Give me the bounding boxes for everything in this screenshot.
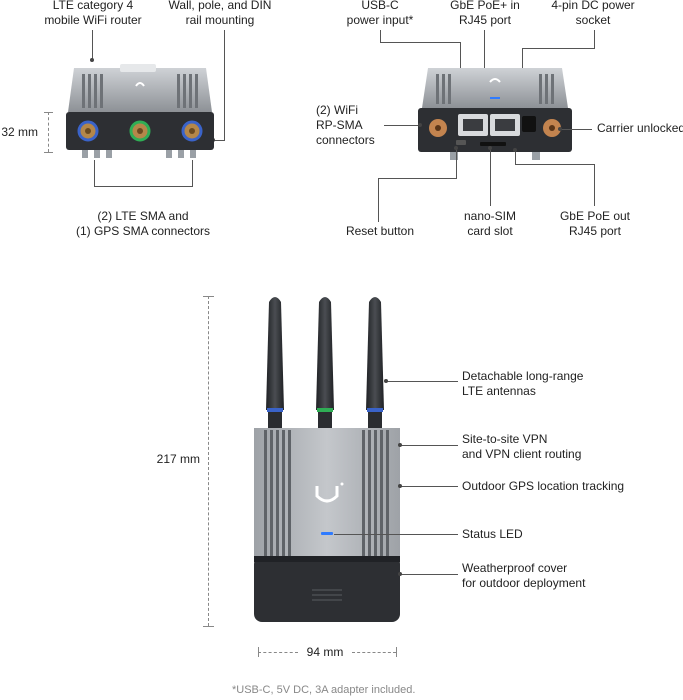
- label-weatherproof-cover: Weatherproof cover for outdoor deploymen…: [462, 561, 586, 590]
- leader-reset-v2: [456, 148, 457, 179]
- dim-width-94-line-left: [258, 652, 298, 653]
- leader-reset-v: [378, 178, 379, 222]
- label-antennas: Detachable long-range LTE antennas: [462, 369, 584, 398]
- label-usbc: USB-C power input*: [346, 0, 414, 27]
- label-wifi-connectors: (2) WiFi RP-SMA connectors: [316, 103, 375, 147]
- leader-usbc-h: [380, 42, 460, 43]
- leader-sim: [490, 148, 491, 206]
- leader-status-led: [334, 534, 458, 535]
- dim-94-tick-left: [258, 647, 259, 657]
- label-dc-socket: 4-pin DC power socket: [551, 0, 635, 27]
- dim-tick-top: [44, 112, 53, 113]
- label-width-94: 94 mm: [306, 645, 344, 659]
- leader-dot-antennas: [384, 379, 388, 383]
- label-vpn: Site-to-site VPN and VPN client routing: [462, 432, 582, 461]
- bracket-sma-right: [192, 160, 193, 186]
- dim-width-94-line-right: [352, 652, 396, 653]
- label-mounting: Wall, pole, and DIN rail mounting: [168, 0, 272, 27]
- leader-wifi-h: [384, 125, 420, 126]
- leader-dot-reset: [454, 146, 458, 150]
- label-height-32: 32 mm: [1, 125, 38, 139]
- leader-antennas: [386, 381, 458, 382]
- label-carrier-unlocked: Carrier unlocked: [597, 121, 683, 135]
- leader-poe-out-h: [515, 164, 595, 165]
- label-height-217: 217 mm: [156, 452, 200, 466]
- dim-height-217-line: [208, 296, 209, 626]
- leader-reset-h: [378, 178, 456, 179]
- leader-dot-sim: [488, 146, 492, 150]
- leader-dot-router: [90, 58, 94, 62]
- dim-217-tick-bottom: [203, 626, 214, 627]
- leader-mounting-v: [224, 30, 225, 140]
- leader-dc-h: [522, 48, 595, 49]
- leader-usbc-v: [380, 30, 381, 42]
- label-poe-out: GbE PoE out RJ45 port: [559, 209, 631, 238]
- bracket-sma-h: [94, 186, 193, 187]
- label-lte-router: LTE category 4 mobile WiFi router: [44, 0, 142, 27]
- leader-dot-poe-out: [513, 148, 517, 152]
- leader-dc-v: [594, 30, 595, 48]
- label-poe-in: GbE PoE+ in RJ45 port: [450, 0, 520, 27]
- leader-vpn: [400, 445, 458, 446]
- label-nano-sim: nano-SIM card slot: [463, 209, 517, 238]
- dim-height-32-line: [48, 112, 49, 152]
- footnote: *USB-C, 5V DC, 3A adapter included.: [232, 684, 416, 696]
- leader-gps: [400, 486, 458, 487]
- leader-dot-gps: [398, 484, 402, 488]
- leader-carrier-h: [560, 129, 592, 130]
- label-gps-tracking: Outdoor GPS location tracking: [462, 479, 625, 493]
- leader-poe-out-v: [515, 150, 516, 164]
- router-back-image: [418, 68, 572, 160]
- dim-tick-bottom: [44, 152, 53, 153]
- label-sma-connectors: (2) LTE SMA and (1) GPS SMA connectors: [75, 209, 211, 238]
- leader-cover: [400, 574, 458, 575]
- label-reset-button: Reset button: [345, 224, 415, 238]
- router-front-image: [66, 64, 214, 158]
- dim-94-tick-right: [396, 647, 397, 657]
- leader-dot-wifi: [418, 123, 422, 127]
- bracket-sma-left: [94, 160, 95, 186]
- leader-dot-carrier: [558, 127, 562, 131]
- leader-mounting-h: [213, 140, 225, 141]
- dim-217-tick-top: [203, 296, 214, 297]
- leader-poe-out-v2: [594, 164, 595, 206]
- leader-router: [92, 30, 93, 60]
- leader-dot-vpn: [398, 443, 402, 447]
- device-full-image: [254, 297, 400, 622]
- leader-dot-cover: [398, 572, 402, 576]
- label-status-led: Status LED: [462, 527, 523, 541]
